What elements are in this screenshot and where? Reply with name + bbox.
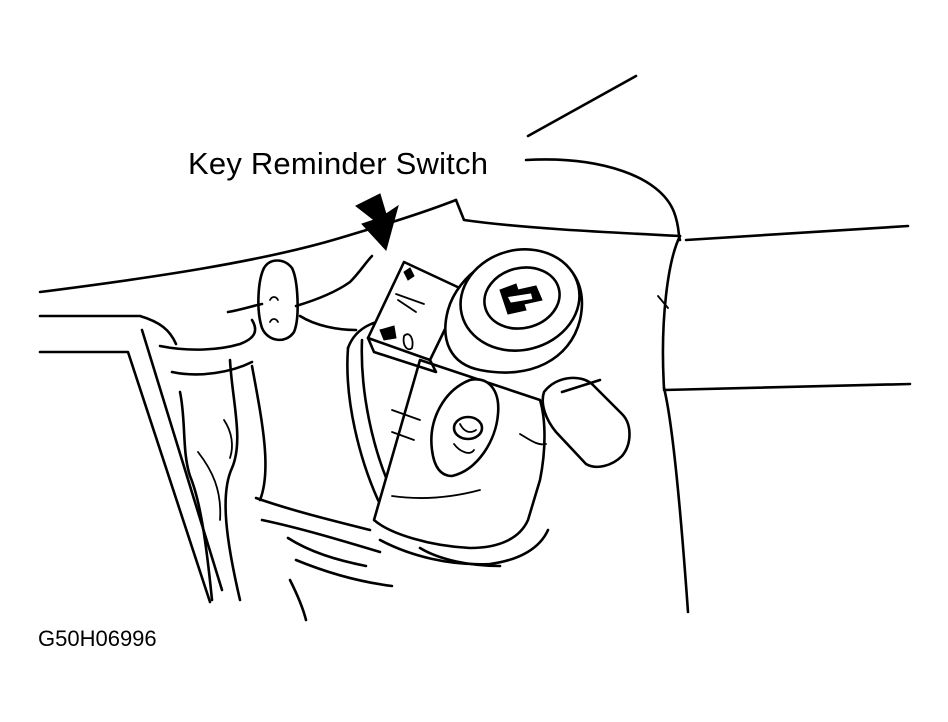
mounting-bracket (226, 254, 374, 342)
switch-connector (541, 376, 631, 469)
figure-id-label: G50H06996 (38, 626, 157, 651)
column-cover-right (657, 234, 690, 614)
key-reminder-switch-label: Key Reminder Switch (188, 146, 489, 181)
lower-dash-panel (38, 314, 224, 604)
callout-arrow (355, 193, 399, 252)
mounting-screw (430, 378, 500, 478)
key-cylinder-face (444, 248, 584, 374)
dashboard-upper-edge (38, 74, 912, 392)
wire-harness (158, 318, 394, 622)
key-reminder-switch (366, 260, 466, 374)
